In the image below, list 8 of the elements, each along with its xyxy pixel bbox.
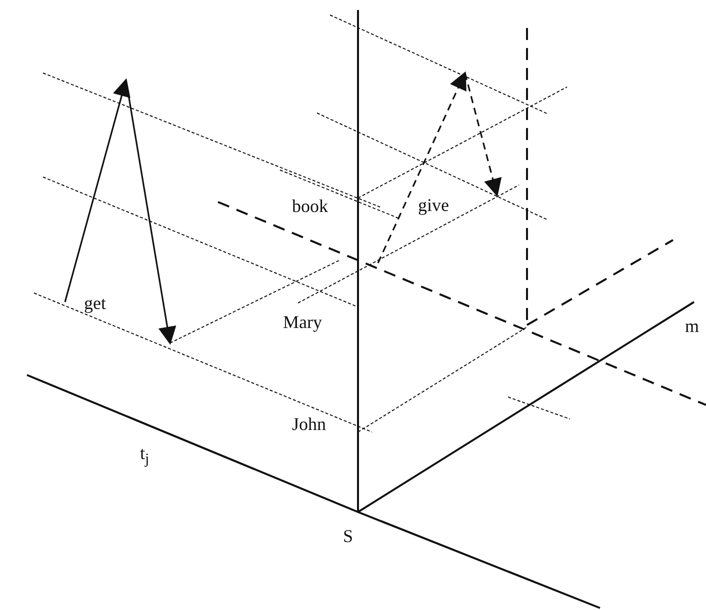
word-label: John xyxy=(292,414,326,434)
verb-label: get xyxy=(84,293,106,313)
word-label: Mary xyxy=(283,312,322,332)
word-label: book xyxy=(292,196,328,216)
verb-label: give xyxy=(418,195,449,215)
axis-label: t$_{j}$ xyxy=(140,443,150,470)
axis-label: m xyxy=(685,316,700,336)
axis-label: S xyxy=(343,526,354,546)
